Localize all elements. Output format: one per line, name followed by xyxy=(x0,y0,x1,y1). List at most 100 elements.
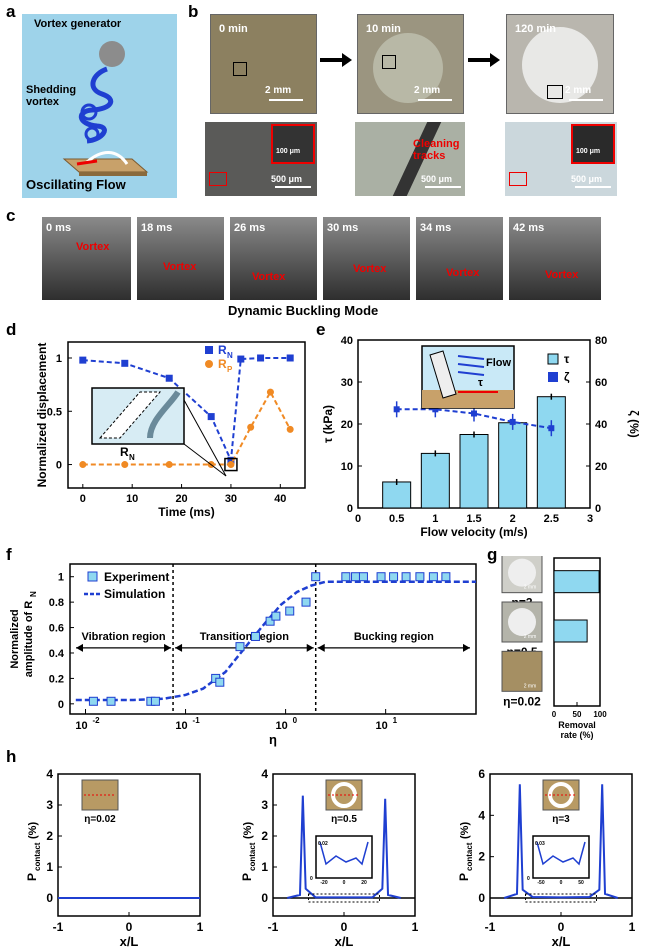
inset-label: R xyxy=(120,445,129,459)
data-point xyxy=(257,354,265,362)
plot-frame xyxy=(69,563,477,715)
experiment-point xyxy=(301,597,311,607)
chart-g: 2 mmη=32 mmη=0.52 mmη=0.02050100Removalr… xyxy=(501,556,607,740)
bar xyxy=(553,570,600,594)
data-point xyxy=(286,354,294,362)
legend-marker xyxy=(205,360,213,368)
experiment-point xyxy=(271,611,281,621)
zoom-y-tick-label: 0.03 xyxy=(535,841,545,847)
experiment-point xyxy=(415,572,425,582)
dynamic-buckling-caption: Dynamic Buckling Mode xyxy=(228,303,379,318)
zoom-x-tick-label: -20 xyxy=(320,880,327,886)
y-axis-label: P xyxy=(240,873,254,881)
x-axis-label-line1: Removal xyxy=(558,720,596,730)
y-tick-label: 0 xyxy=(478,891,485,905)
panel-label-c: c xyxy=(6,206,16,225)
legend-label: Experiment xyxy=(104,570,169,584)
y-tick-label: 0.2 xyxy=(49,673,64,685)
inset-eta-label: η=0.5 xyxy=(331,814,357,825)
y-axis-label-unit: (%) xyxy=(459,822,471,839)
frame-time-label: 0 ms xyxy=(46,222,72,234)
panel-label-f: f xyxy=(6,545,12,564)
legend-label: R xyxy=(218,357,227,371)
data-point xyxy=(79,356,87,364)
inset-zoom: 100 μm xyxy=(571,124,615,164)
y-tick-label: 2 xyxy=(261,829,268,843)
data-point xyxy=(207,413,215,421)
zoom-box xyxy=(224,457,238,472)
cleaning-tracks-line2: tracks xyxy=(413,150,446,162)
inset-tau-label: τ xyxy=(478,377,483,389)
zoom-region-box xyxy=(308,893,380,903)
vortex-label: Vortex xyxy=(545,269,579,281)
scale-bar-label: 500 μm xyxy=(421,174,453,184)
experiment-point xyxy=(358,572,368,582)
zoom-x-tick-label: -50 xyxy=(537,880,544,886)
inset-eta-label: η=3 xyxy=(552,814,570,825)
category-label: η=0.02 xyxy=(503,694,541,708)
frame-time-label: 42 ms xyxy=(513,222,545,234)
y-axis-label-right: ζ (%) xyxy=(627,410,641,438)
y-tick-label: 0 xyxy=(347,503,353,515)
y-axis-label-sub: contact xyxy=(465,842,474,871)
legend-label-sub: N xyxy=(227,351,233,360)
x-axis-label: x/L xyxy=(552,934,571,949)
thumbnail-scale-label: 2 mm xyxy=(524,634,537,640)
shedding-vortex-line2: vortex xyxy=(26,96,60,108)
inset-eta-label: η=0.02 xyxy=(84,814,116,825)
time-label-10min: 10 min xyxy=(366,23,401,35)
experiment-point xyxy=(428,572,438,582)
x-tick-label: 1.5 xyxy=(466,513,481,525)
y-axis-label-line2: amplitude of R xyxy=(23,601,35,677)
zoom-inset xyxy=(315,835,373,879)
y-tick-label: 0 xyxy=(261,891,268,905)
y-right-tick-label: 60 xyxy=(595,377,607,389)
inset-connector xyxy=(183,443,227,477)
y-axis-label-unit: (%) xyxy=(27,822,39,839)
data-point xyxy=(121,359,129,367)
y-axis-label: P xyxy=(457,873,471,881)
y-tick-label: 0 xyxy=(46,891,53,905)
x-tick-label: 1 xyxy=(629,920,636,934)
experiment-point xyxy=(351,572,361,582)
region-arrow-head xyxy=(306,643,314,652)
y-tick-label: 40 xyxy=(341,335,353,347)
sample-thumbnail xyxy=(501,650,543,692)
cleaning-tracks-label: Cleaning tracks xyxy=(413,138,459,162)
scale-bar-label: 2 mm xyxy=(565,85,592,96)
panel-label-b: b xyxy=(188,2,199,21)
legend-marker xyxy=(547,353,559,365)
x-axis-label: Flow velocity (m/s) xyxy=(420,525,527,539)
vortex-label: Vortex xyxy=(76,241,110,253)
zoom-inset xyxy=(532,835,590,879)
series-line-1 xyxy=(82,389,292,466)
region-label: Transition region xyxy=(200,631,290,643)
data-point xyxy=(237,355,245,363)
zoom-y-tick-label: 0.02 xyxy=(318,841,328,847)
x-axis-label: x/L xyxy=(335,934,354,949)
experiment-point xyxy=(401,572,411,582)
inset-shape xyxy=(147,390,181,439)
y-axis-label-unit: (%) xyxy=(242,822,254,839)
y-tick-label: 0.6 xyxy=(49,623,64,635)
micrograph-10min: Cleaning tracks 500 μm xyxy=(355,122,465,196)
experiment-point xyxy=(341,572,351,582)
x-tick-label: 2 xyxy=(510,513,516,525)
y-right-tick-label: 20 xyxy=(595,461,607,473)
legend-label: τ xyxy=(564,352,570,366)
experiment-point xyxy=(150,696,160,706)
y-tick-label: 2 xyxy=(478,850,485,864)
x-tick-label: 10 xyxy=(75,720,87,732)
x-tick-label: 0 xyxy=(355,513,361,525)
scale-bar xyxy=(569,99,603,101)
y-tick-label: 1 xyxy=(56,353,62,365)
x-tick-label: 0 xyxy=(341,920,348,934)
y-axis-label-sub: contact xyxy=(248,842,257,871)
zoom-curve xyxy=(319,841,369,866)
x-tick-exponent: -1 xyxy=(193,716,201,725)
region-arrow-head xyxy=(164,643,172,652)
y-tick-label: 3 xyxy=(261,798,268,812)
